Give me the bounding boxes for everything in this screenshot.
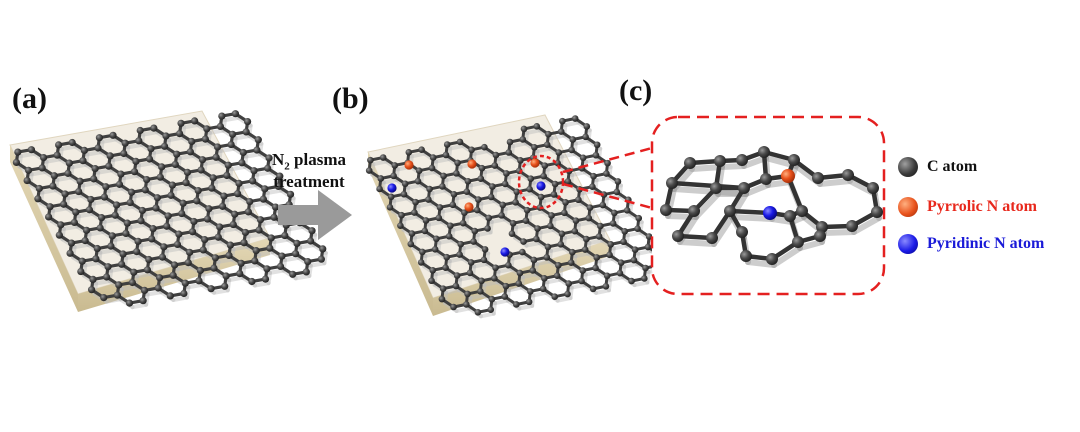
- panel-label-a: (a): [12, 82, 47, 115]
- arrow-label-line1: N2 plasma: [272, 150, 346, 173]
- process-arrow: [278, 190, 352, 240]
- legend-label-carbon: C atom: [927, 158, 978, 175]
- doped-graphene-lattice-b: [365, 115, 665, 319]
- panel-label-c: (c): [619, 74, 653, 107]
- legend-item-carbon: C atom: [898, 155, 977, 179]
- pyridinic-atom-icon: [898, 234, 918, 254]
- highlight-circle: [517, 154, 565, 210]
- legend-item-pyridinic: Pyridinic N atom: [898, 232, 1044, 256]
- pyrrolic-atom-icon: [898, 197, 918, 217]
- zoom-pyridinic-n-atom: [763, 206, 777, 220]
- graphene-lattice-a: [12, 110, 328, 310]
- arrow-label-line2: treatment: [273, 172, 345, 191]
- carbon-atom-icon: [898, 157, 918, 177]
- pyridinic-n-atom: [387, 183, 397, 193]
- zoom-pyrrolic-n-atom: [781, 169, 795, 183]
- pyridinic-n-atom: [500, 247, 510, 257]
- legend-label-pyridinic: Pyridinic N atom: [927, 235, 1045, 252]
- zoom-molecule: [660, 146, 883, 268]
- legend-item-pyrrolic: Pyrrolic N atom: [898, 195, 1037, 219]
- panel-label-b: (b): [332, 82, 369, 115]
- pyrrolic-n-atom: [404, 160, 414, 170]
- legend-label-pyrrolic: Pyrrolic N atom: [927, 198, 1037, 215]
- pyrrolic-n-atom: [467, 159, 477, 169]
- pyridinic-n-atom: [536, 181, 546, 191]
- pyrrolic-n-atom: [464, 202, 474, 212]
- pyrrolic-n-atom: [530, 158, 540, 168]
- zoom-box: [650, 115, 886, 296]
